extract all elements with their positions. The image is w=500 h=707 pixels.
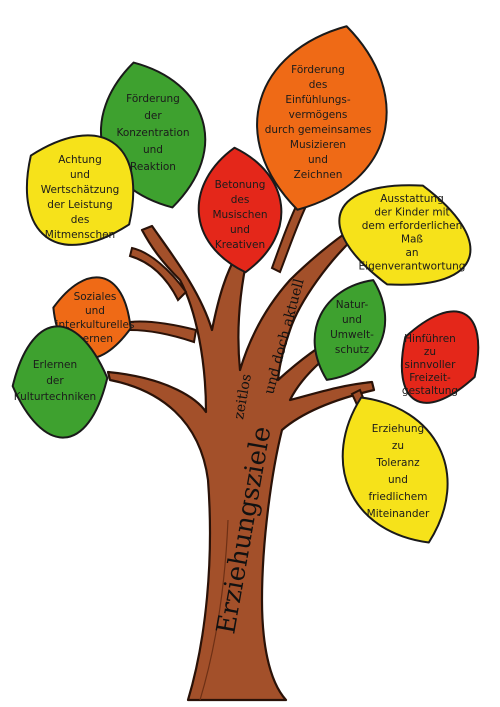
leaf-label-line: Erziehung [372,423,424,435]
leaf-label-line: Achtung [58,154,102,166]
leaf-label-line: und [342,314,362,326]
leaf-label-line: interkulturelles [56,319,135,331]
leaf-label-line: und [230,224,250,236]
leaf-label-line: Förderung [291,64,345,76]
leaf-label-line: Soziales [74,291,117,303]
leaf-label-line: und [143,144,163,156]
leaf-label-line: Förderung [126,93,180,105]
leaf-label-line: dem erforderlichen [362,220,463,232]
leaf-label-line: Zeichnen [294,169,343,181]
leaf-label-line: friedlichem [368,491,427,503]
leaf-label-line: zu [424,346,436,358]
leaf-label-line: zu [392,440,404,452]
leaf-label-line: Betonung [215,179,266,191]
leaf-label-line: Natur- [336,299,369,311]
leaf-label-line: und [388,474,408,486]
leaf-label-line: gestaltung [402,385,458,397]
leaf-label-line: Wertschätzung [41,184,120,196]
branch-left-middle [129,320,198,344]
leaf-label-line: Kulturtechniken [14,391,96,403]
trunk-subtitle-1: zeitlos [231,373,255,421]
leaf-label-line: des [71,214,90,226]
leaf-shape-freizeit [400,310,480,404]
leaf-shape-natur [313,279,387,381]
leaf-shape-kultur [11,325,109,439]
leaf-label-line: des [309,79,328,91]
leaf-label-line: Maß [401,234,423,246]
leaf-label-line: Musizieren [290,139,346,151]
branch-left-upper [128,246,188,302]
leaf-label-line: der Leistung [47,199,112,211]
leaf-label-line: Erlernen [33,359,77,371]
leaf-label-line: Toleranz [375,457,420,469]
leaf-label-line: schutz [335,344,370,356]
leaf-label-line: und [70,169,90,181]
leaf-label-line: der Kinder mit [374,207,449,219]
leaf-label-line: sinnvoller [405,359,457,371]
root-shading [199,519,229,701]
leaf-label-line: Kreativen [215,239,265,251]
leaf-label-line: Musischen [212,209,267,221]
leaf-shape-musisch [197,146,283,274]
leaf-label-line: der [144,110,162,122]
leaf-shape-ausstattung [338,184,472,286]
leaf-label-line: Ausstattung [380,193,444,205]
leaf-label-line: Eigenverantwortung [359,261,466,273]
leaf-label-line: und [308,154,328,166]
leaf-label-line: Hinführen [404,333,456,345]
leaf-label-line: Freizeit- [409,372,451,384]
leaf-shape-einfuehlung [256,25,388,211]
leaf-shape-achtung [25,134,135,246]
leaf-label-line: durch gemeinsames [265,124,372,136]
leaf-label-line: Umwelt- [330,329,374,341]
leaf-label-line: an [405,247,418,259]
leaf-shape-toleranz [341,396,449,544]
leaf-label-line: Einfühlungs- [285,94,351,106]
leaf-label-line: und [85,305,105,317]
leaf-label-line: der [46,375,64,387]
leaf-label-line: Reaktion [130,161,176,173]
leaf-label-line: Konzentration [116,127,189,139]
leaf-label-line: vermögens [289,109,348,121]
leaf-label-line: Miteinander [367,508,430,520]
leaf-label-line: des [231,194,250,206]
leaf-label-line: Mitmenschen [45,229,115,241]
